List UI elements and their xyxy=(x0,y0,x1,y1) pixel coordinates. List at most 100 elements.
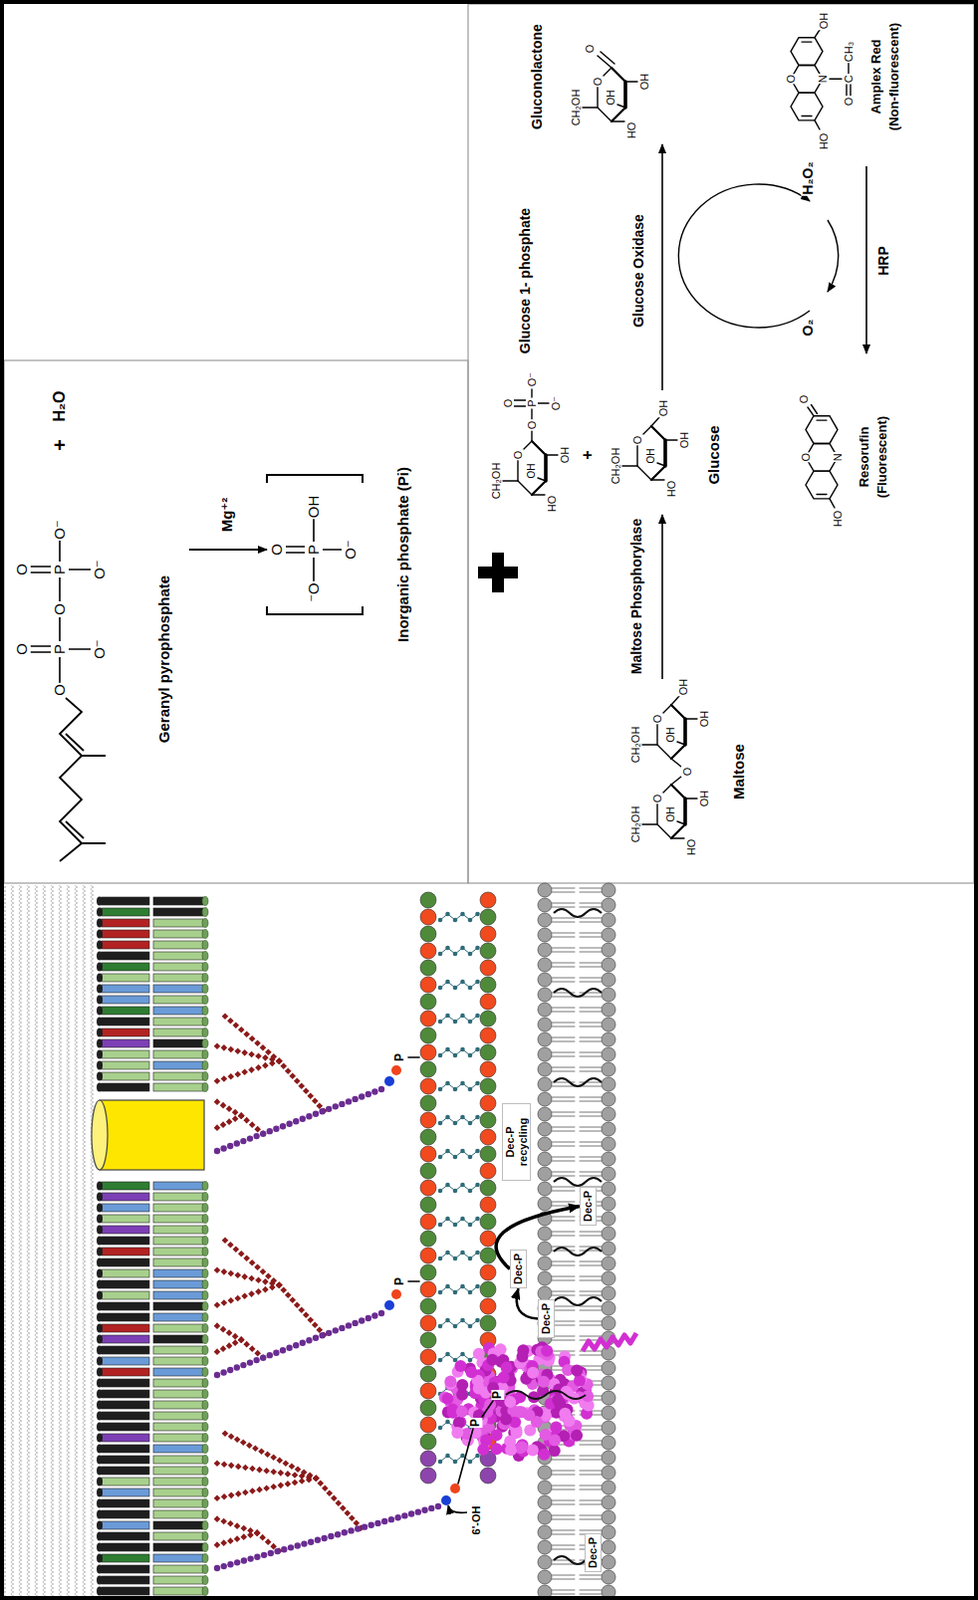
lipid-head xyxy=(601,1271,616,1286)
bond-line xyxy=(847,62,849,74)
galactan-bead xyxy=(415,1508,422,1515)
lipid-tail xyxy=(551,1485,575,1487)
protein-atom xyxy=(473,1383,486,1396)
lipid-bar xyxy=(101,1477,150,1486)
lipid-bar xyxy=(101,919,150,928)
lipid-tail xyxy=(551,1101,575,1103)
arabinose-bead xyxy=(243,1030,250,1038)
lipid-bar xyxy=(101,1324,150,1333)
enzyme-name: Glucose Oxidase xyxy=(631,213,647,329)
lipid-head xyxy=(96,1521,103,1531)
arabinose-bead xyxy=(261,1062,269,1070)
lipid-bar xyxy=(153,1390,204,1399)
galactan-bead xyxy=(273,1548,280,1555)
lipid-head xyxy=(96,1565,103,1575)
arabinose-bead xyxy=(254,1052,262,1060)
cycle-arc xyxy=(827,220,839,292)
atom-label: P xyxy=(305,543,323,556)
lipid-tail xyxy=(579,888,602,890)
arabinose-bead xyxy=(253,1039,261,1047)
node-text: Dec-P xyxy=(511,1253,525,1285)
glycan-unit xyxy=(420,1417,437,1434)
arabinose-bead xyxy=(247,1066,255,1074)
galactan-bead xyxy=(221,1563,228,1570)
lipid-tail xyxy=(551,1261,575,1263)
arabinose-bead xyxy=(300,1468,308,1476)
arabinose-bead xyxy=(297,1306,305,1314)
decaprenyl-phosphate xyxy=(553,1297,602,1306)
lipid-head xyxy=(202,1193,209,1203)
arabinose-bead xyxy=(243,1254,250,1262)
lipid-head xyxy=(96,1193,103,1203)
lipid-head xyxy=(537,1182,552,1197)
atom-label: O xyxy=(842,96,855,108)
lipid-head xyxy=(202,1565,209,1575)
bond-line xyxy=(530,389,532,398)
lipid-tail xyxy=(551,1235,575,1237)
galactan-bead xyxy=(354,1525,361,1532)
lipid-bar xyxy=(101,1456,150,1465)
glycan-unit xyxy=(480,1146,496,1163)
galactan-bead xyxy=(338,1101,345,1108)
bond-line xyxy=(665,439,678,441)
lipid-bar xyxy=(101,1313,150,1322)
arabinose-bead xyxy=(264,1538,272,1546)
galactan-bead xyxy=(227,1561,234,1568)
atom-label: O xyxy=(51,683,69,698)
arabinose-bead xyxy=(226,1329,234,1337)
bond-line xyxy=(814,120,820,130)
lipid-tail xyxy=(551,1265,575,1267)
lipid-head xyxy=(601,1137,616,1152)
lipid-tail xyxy=(551,1336,575,1338)
galactan-bead xyxy=(299,1116,306,1123)
arabinose-bead xyxy=(232,1115,240,1123)
atom-label: O xyxy=(583,43,596,55)
arabinose-bead xyxy=(269,1468,277,1476)
galactan-bead xyxy=(347,1527,354,1534)
double-bond xyxy=(65,733,84,839)
decaprenyl-phosphate xyxy=(553,1178,602,1187)
arabinose-bead xyxy=(238,1336,245,1344)
lipid-head xyxy=(96,1324,103,1334)
lipid-head xyxy=(202,1379,209,1389)
arabinose-bead xyxy=(241,1273,248,1281)
phosphate-label: P xyxy=(393,1052,407,1063)
lipid-bar xyxy=(153,1204,204,1213)
galactan-bead xyxy=(234,1364,241,1371)
lipid-head xyxy=(202,1456,209,1466)
lipid-bar xyxy=(153,1236,204,1245)
porin-channel xyxy=(99,1100,205,1171)
lipid-head xyxy=(537,1466,552,1480)
node-text: Dec-P xyxy=(581,1191,595,1223)
glycan-unit xyxy=(420,1027,437,1044)
lipid-tail xyxy=(551,1321,575,1323)
lipid-bar xyxy=(153,1302,204,1311)
lipid-tail xyxy=(579,1246,602,1248)
lipid-tail xyxy=(579,1116,602,1118)
glycan-unit xyxy=(480,977,496,993)
lipid-head xyxy=(601,1032,616,1047)
lipid-tail xyxy=(579,1086,602,1088)
lipid-tail xyxy=(579,1295,602,1297)
bond-line xyxy=(537,478,546,482)
glycan-unit xyxy=(420,1400,437,1417)
arabinose-bead xyxy=(264,1048,272,1056)
lipid-bar xyxy=(101,1039,150,1048)
galactan-bead xyxy=(259,1130,266,1137)
arabinose-bead xyxy=(228,1463,236,1470)
arabinose-bead xyxy=(288,1072,296,1080)
lipid-head xyxy=(202,1039,209,1049)
arabinose-bead xyxy=(284,1291,292,1299)
lipid-head xyxy=(96,1280,103,1290)
lipid-head xyxy=(537,1017,552,1032)
lipid-tail xyxy=(551,1217,575,1219)
arabinose-bead xyxy=(254,1064,262,1072)
arabinose-bead xyxy=(228,1492,236,1500)
protein-atom xyxy=(441,1393,454,1406)
lipid-bar xyxy=(101,1258,150,1267)
arabinose-bead xyxy=(228,1297,236,1305)
lipid-head xyxy=(537,1137,552,1152)
lipid-tail xyxy=(579,967,602,969)
glycan-unit xyxy=(420,1230,437,1247)
